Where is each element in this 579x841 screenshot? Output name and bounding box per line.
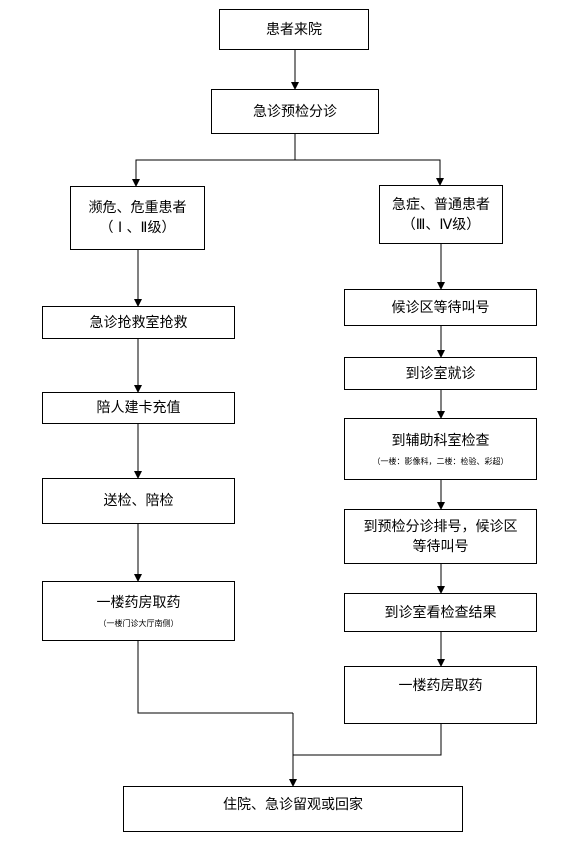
box-label: 到预检分诊排号，候诊区 — [363, 518, 518, 535]
box-label: 到诊室就诊 — [405, 365, 476, 382]
box-auxiliary-exam: 到辅助科室检查 （一楼：影像科，二楼：检验、彩超） — [344, 418, 537, 480]
box-view-results: 到诊室看检查结果 — [344, 593, 537, 632]
box-label-level: （Ⅲ、Ⅳ级） — [401, 216, 481, 233]
box-rescue-room: 急诊抢救室抢救 — [42, 306, 235, 339]
box-label: 急症、普通患者 — [392, 196, 490, 213]
box-label: 到辅助科室检查 — [391, 432, 490, 449]
box-label: 一楼药房取药 — [96, 594, 181, 611]
box-note: （一楼：影像科，二楼：检验、彩超） — [372, 456, 509, 466]
box-final-outcome: 住院、急诊留观或回家 — [123, 786, 463, 832]
box-label: 急诊抢救室抢救 — [89, 314, 188, 331]
box-label: 一楼药房取药 — [398, 678, 483, 694]
box-label: 急诊预检分诊 — [253, 103, 337, 120]
box-send-exam: 送检、陪检 — [42, 478, 235, 524]
box-note: （一楼门诊大厅南侧） — [98, 618, 179, 628]
box-triage: 急诊预检分诊 — [211, 89, 379, 134]
split-line — [132, 134, 296, 187]
box-label: 送检、陪检 — [103, 493, 174, 509]
box-label: 到诊室看检查结果 — [384, 604, 497, 621]
box-label: 患者来院 — [266, 21, 322, 38]
box-card-recharge: 陪人建卡充值 — [42, 392, 235, 424]
split-line-right — [295, 159, 444, 186]
box-label: 陪人建卡充值 — [96, 400, 181, 416]
box-urgent-patients: 急症、普通患者 （Ⅲ、Ⅳ级） — [379, 185, 503, 244]
box-label-level: （ Ⅰ 、Ⅱ级） — [99, 220, 176, 236]
box-requeue: 到预检分诊排号，候诊区 等待叫号 — [344, 509, 537, 564]
box-patient-arrival: 患者来院 — [219, 9, 369, 50]
box-label: 住院、急诊留观或回家 — [223, 797, 363, 813]
box-critical-patients: 濒危、危重患者 （ Ⅰ 、Ⅱ级） — [70, 186, 205, 250]
box-waiting-area: 候诊区等待叫号 — [344, 289, 537, 326]
box-left-pharmacy: 一楼药房取药 （一楼门诊大厅南侧） — [42, 581, 235, 641]
box-consultation: 到诊室就诊 — [344, 357, 537, 390]
box-right-pharmacy: 一楼药房取药 — [344, 666, 537, 724]
box-label: 候诊区等待叫号 — [391, 299, 490, 316]
merge-left — [137, 641, 293, 714]
box-label: 濒危、危重患者 — [88, 200, 187, 216]
merge-right — [293, 724, 442, 756]
box-label-line2: 等待叫号 — [412, 538, 469, 555]
